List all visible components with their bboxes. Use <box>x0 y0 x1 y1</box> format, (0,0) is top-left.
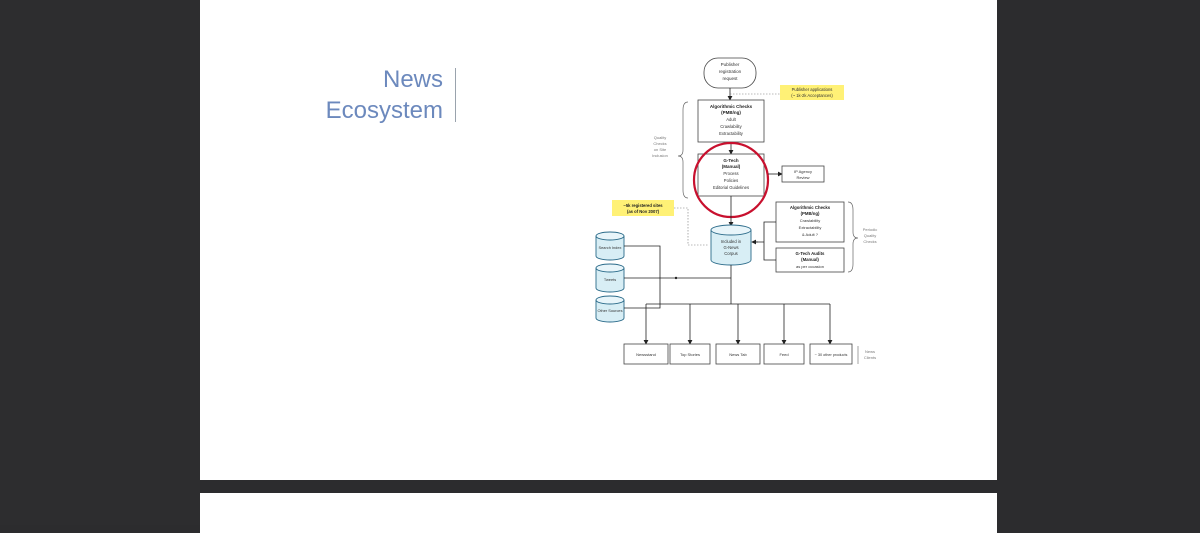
quality-checks-brace <box>677 101 689 199</box>
algo2-item-3: & Adult ? <box>802 232 819 237</box>
output-newsstand: Newsstand <box>636 352 656 357</box>
sources-connector <box>624 245 731 309</box>
output-other: ~ 30 other products <box>815 353 848 357</box>
agency-review-box <box>781 165 825 183</box>
algo-checks-2-box <box>775 201 845 243</box>
quality-checks-line-1: Quality <box>654 135 666 140</box>
audits-title-2: (Manual) <box>801 257 819 262</box>
news-clients-line-1: News <box>865 349 875 354</box>
registered-sites-dotted-link <box>674 207 708 246</box>
gtech-item-3: Editorial Guidelines <box>713 185 749 190</box>
periodic-line-3: Checks <box>863 239 876 244</box>
source-search-index-label: Search Index <box>599 245 622 250</box>
slide-title-line-1: News <box>382 66 443 93</box>
output-feed: Feed <box>779 352 788 357</box>
algo-checks-item-3: Extractability <box>719 131 744 136</box>
slide-title-line-2: Ecosystem <box>325 97 443 124</box>
algo-checks-item-1: Adult <box>726 117 736 122</box>
publisher-apps-line-2: (~ 1k-2k Acceptances) <box>791 93 833 98</box>
periodic-line-1: Periodic <box>863 227 877 232</box>
output-newsstand-box <box>623 343 669 365</box>
corpus-line-2: G-News <box>723 245 738 250</box>
start-text-1: Publisher <box>721 62 740 67</box>
output-other-box <box>809 343 853 365</box>
title-divider <box>455 68 456 122</box>
output-news-tab-box <box>715 343 761 365</box>
corpus-line-3: Corpus <box>724 251 738 256</box>
output-top-stories-box <box>669 343 711 365</box>
algo-checks-title-2: (PMB/ng) <box>721 110 741 115</box>
agency-review-line-1: IP Agency <box>794 169 812 174</box>
algo-checks-box <box>697 99 765 143</box>
source-other-label: Other Sources <box>597 308 622 313</box>
publisher-apps-line-1: Publisher applications <box>792 87 833 92</box>
agency-review-line-2: Review <box>796 175 809 180</box>
quality-checks-line-3: on Site <box>654 147 667 152</box>
registered-sites-line-1: ~5k registered sites <box>623 203 663 208</box>
algo2-title-2: (PMB/ng) <box>801 211 820 216</box>
audits-item-1: as per occasion <box>796 264 824 269</box>
output-feed-box <box>763 343 805 365</box>
gtech-item-2: Policies <box>724 178 738 183</box>
source-search-index <box>595 231 625 261</box>
periodic-brace <box>847 201 859 273</box>
registered-sites-line-2: (as of Nov 2007) <box>627 209 660 214</box>
corpus-cylinder-top <box>710 224 752 236</box>
quality-checks-line-2: Checks <box>653 141 666 146</box>
algo-checks-title-1: Algorithmic Checks <box>710 104 753 109</box>
source-tweets-label: Tweets <box>604 277 616 282</box>
gtech-audits-box <box>775 247 845 273</box>
publisher-apps-highlight <box>780 85 844 100</box>
source-tweets <box>595 263 625 293</box>
audits-title-1: G-Tech Audits <box>796 251 825 256</box>
quality-checks-line-4: Inclusion <box>652 153 668 158</box>
next-slide-page[interactable] <box>200 493 997 533</box>
sources-junction <box>674 276 678 280</box>
algo2-item-1: Crawlability <box>800 218 820 223</box>
gtech-title-2: (Manual) <box>722 164 741 169</box>
corpus-cylinder <box>710 230 752 266</box>
corpus-line-1: Included in <box>721 239 742 244</box>
gtech-item-1: Process <box>723 171 738 176</box>
news-clients-line-2: Clients <box>864 355 876 360</box>
algo-checks-item-2: Crawlability <box>720 124 742 129</box>
algo2-item-2: Extractability <box>799 225 822 230</box>
viewer-background-left <box>0 0 200 525</box>
gtech-manual-box <box>697 153 765 197</box>
registered-sites-highlight <box>612 200 674 216</box>
output-news-tab: News Tab <box>729 352 747 357</box>
start-text-2: registration <box>719 69 742 74</box>
output-drops <box>643 304 833 345</box>
source-other <box>595 295 625 323</box>
news-ecosystem-diagram: Publisher registration request Publisher… <box>595 57 877 365</box>
start-text-3: request <box>722 76 738 81</box>
periodic-bracket-link <box>753 221 776 261</box>
slide-title: News Ecosystem <box>300 64 443 126</box>
output-top-stories: Top Stories <box>680 352 700 357</box>
algo2-title-1: Algorithmic Checks <box>790 205 831 210</box>
periodic-line-2: Quality <box>864 233 876 238</box>
gtech-title-1: G-Tech <box>723 158 738 163</box>
